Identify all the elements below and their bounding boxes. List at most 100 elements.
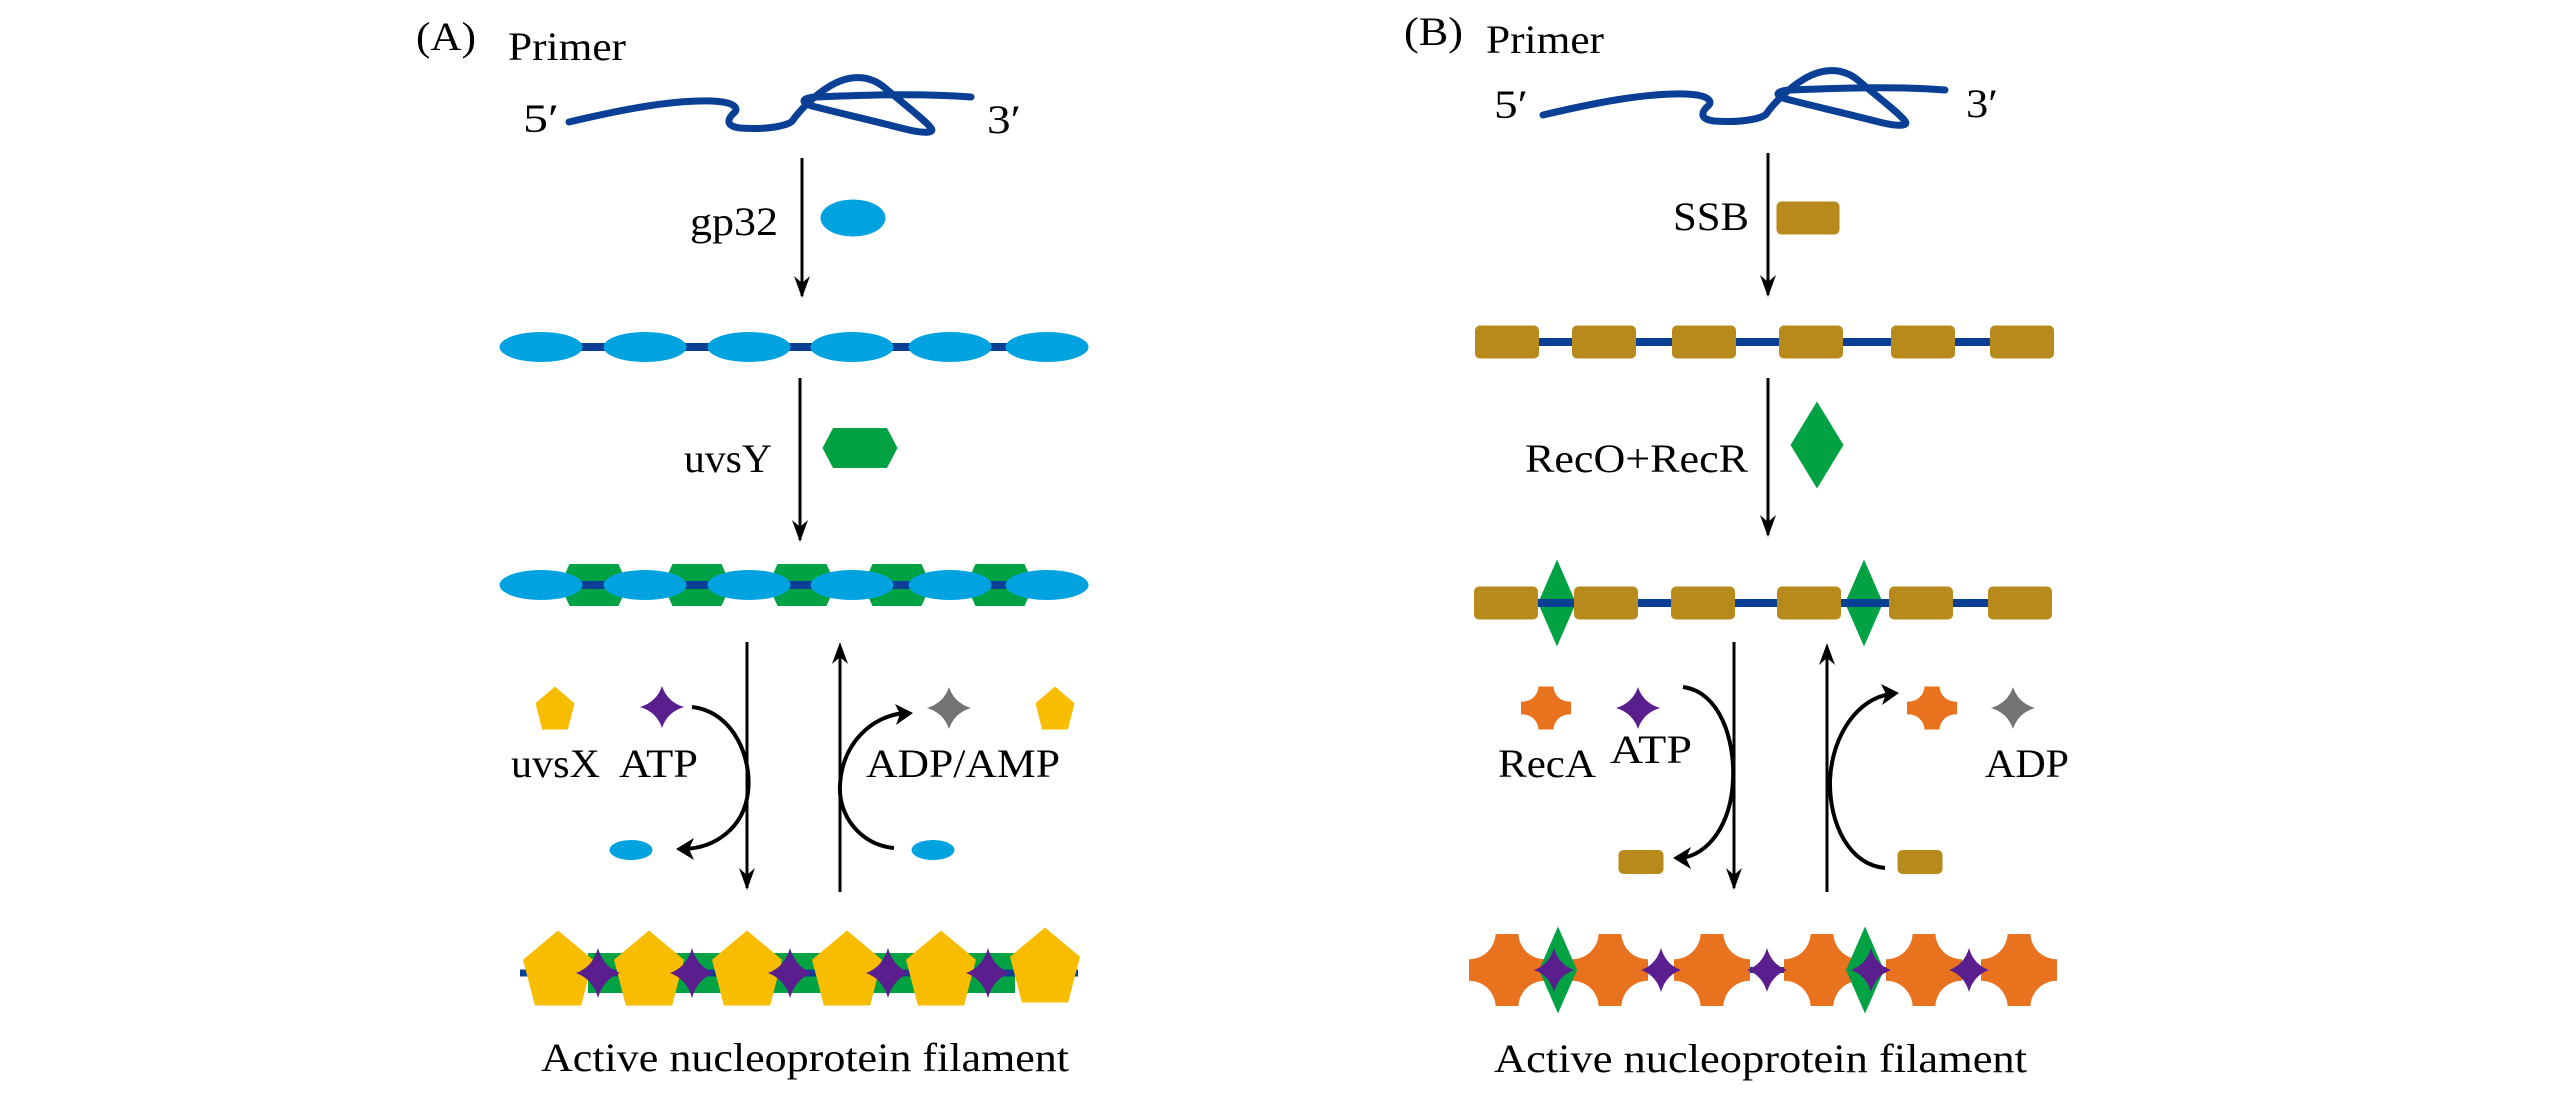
- panel-b-ssb-arrowhead: [1760, 275, 1776, 297]
- panel-b-recor-arrowhead: [1760, 515, 1776, 537]
- atp-bound: [768, 948, 812, 998]
- panel-b-atp-label: ATP: [1610, 727, 1692, 772]
- ssb-subunit: [1777, 586, 1841, 620]
- gp32-protein-icon: [820, 199, 886, 237]
- adp-icon: [1991, 687, 2035, 729]
- panel-b-assembly-arrowhead: [1726, 868, 1742, 890]
- panel-b-atp-hydrolysis-curve: [1827, 692, 1892, 870]
- uvsx-subunit: [523, 930, 593, 1006]
- panel-a-assembly-arrowhead: [739, 868, 755, 890]
- atp-bound: [576, 948, 620, 998]
- gp32-displaced-icon: [609, 840, 653, 860]
- panel-b-reca-label: RecA: [1498, 741, 1596, 786]
- atp-bound: [1949, 948, 1989, 992]
- panel-a-gp32-label: gp32: [690, 199, 778, 244]
- ssb-subunit: [1474, 586, 1538, 620]
- adp-shape: [927, 687, 971, 729]
- reca-subunit: [1981, 934, 2057, 1006]
- panel-a-atp-hydrolysis-curve: [837, 711, 906, 850]
- uvsx-subunit: [906, 930, 976, 1006]
- ssb-subunit: [1475, 325, 1539, 359]
- panel-b-atp-binding-curve: [1680, 685, 1736, 860]
- panel-a-disassembly-arrowhead: [832, 642, 848, 664]
- ssb-subunit: [1574, 586, 1638, 620]
- ssb-subunit: [1990, 325, 2054, 359]
- panel-a-primer-label: Primer: [508, 24, 626, 69]
- atp-bound: [966, 948, 1010, 998]
- panel-b-atp-binding-arrowhead: [1673, 847, 1691, 869]
- panel-a-primer-ssdna: [565, 74, 975, 136]
- uvsx-subunit: [614, 930, 684, 1006]
- uvsx-subunit: [712, 930, 782, 1006]
- panel-b-primer-ssdna: [1539, 67, 1949, 129]
- gp32-rebinding-shape: [911, 840, 955, 860]
- ssb-protein-icon: [1776, 201, 1840, 235]
- gp32-subunit: [908, 570, 992, 600]
- reco-recr-protein-shape: [1790, 401, 1844, 489]
- gp32-protein-shape: [820, 199, 886, 237]
- panel-a-gp32-arrowhead: [794, 276, 810, 298]
- reca-protein-icon: [1521, 686, 1571, 730]
- atp-icon: [1616, 687, 1660, 729]
- panel-a-uvsx-label: uvsX: [511, 741, 600, 786]
- panel-a: (A) Primer 5′ 3′ gp32 uvsY uvsX ATP ADP/…: [416, 14, 1089, 1080]
- ssb-rebinding-icon: [1897, 850, 1943, 874]
- panel-a-gp32-coated-ssdna: [499, 332, 1089, 362]
- gp32-subunit: [707, 570, 791, 600]
- gp32-subunit: [499, 570, 583, 600]
- gp32-subunit: [603, 332, 687, 362]
- gp32-displaced-shape: [609, 840, 653, 860]
- uvsx-released-shape: [1035, 686, 1075, 730]
- reca-subunit: [1572, 934, 1648, 1006]
- panel-a-label: (A): [416, 14, 476, 59]
- panel-a-result-label: Active nucleoprotein filament: [541, 1035, 1069, 1080]
- panel-b-primer-label: Primer: [1486, 17, 1604, 62]
- panel-a-atp-binding-curve: [683, 705, 751, 851]
- panel-b-active-nucleoprotein-filament: [1469, 926, 2057, 1014]
- uvsx-subunit: [1010, 927, 1080, 1003]
- ssb-displaced-shape: [1618, 850, 1664, 874]
- ssb-rebinding-shape: [1897, 850, 1943, 874]
- adp-shape: [1991, 687, 2035, 729]
- ssb-subunit: [1988, 586, 2052, 620]
- panel-b-label: (B): [1404, 9, 1463, 54]
- reco-recr-protein-icon: [1790, 401, 1844, 489]
- ssdna-strand: [1539, 67, 1949, 129]
- ssdna-strand: [565, 74, 975, 136]
- uvsx-subunit: [812, 930, 882, 1006]
- uvsx-released-icon: [1035, 686, 1075, 730]
- atp-bound: [1851, 948, 1891, 992]
- panel-b-disassembly-arrowhead: [1819, 643, 1835, 665]
- ssb-subunit: [1572, 325, 1636, 359]
- panel-b-recor-label: RecO+RecR: [1525, 436, 1748, 481]
- atp-shape: [1616, 687, 1660, 729]
- gp32-subunit: [603, 570, 687, 600]
- ssb-subunit: [1779, 325, 1843, 359]
- gp32-subunit: [707, 332, 791, 362]
- atp-bound: [1747, 948, 1787, 992]
- gp32-rebinding-icon: [911, 840, 955, 860]
- ssb-subunit: [1672, 325, 1736, 359]
- reca-subunit: [1784, 934, 1860, 1006]
- panel-a-atp-label: ATP: [619, 741, 698, 786]
- uvsx-protein-icon: [535, 686, 575, 730]
- reca-protein-shape: [1521, 686, 1571, 730]
- panel-a-atp-binding-arrowhead: [676, 838, 694, 860]
- ssb-subunit: [1889, 586, 1953, 620]
- atp-bound: [866, 948, 910, 998]
- panel-a-active-nucleoprotein-filament: [520, 927, 1080, 1006]
- panel-b-atp-hydrolysis-arrowhead: [1881, 684, 1899, 705]
- panel-b-adp-label: ADP: [1985, 741, 2069, 786]
- panel-a-adp-amp-label: ADP/AMP: [866, 741, 1060, 786]
- ssb-protein-shape: [1776, 201, 1840, 235]
- reca-subunit: [1674, 934, 1750, 1006]
- uvsy-protein-shape: [822, 428, 898, 468]
- gp32-subunit: [810, 570, 894, 600]
- gp32-subunit: [810, 332, 894, 362]
- ssb-subunit: [1671, 586, 1735, 620]
- atp-bound: [1534, 948, 1574, 992]
- panel-a-three-prime-label: 3′: [987, 97, 1021, 142]
- gp32-subunit: [908, 332, 992, 362]
- panel-a-uvsy-arrowhead: [792, 520, 808, 542]
